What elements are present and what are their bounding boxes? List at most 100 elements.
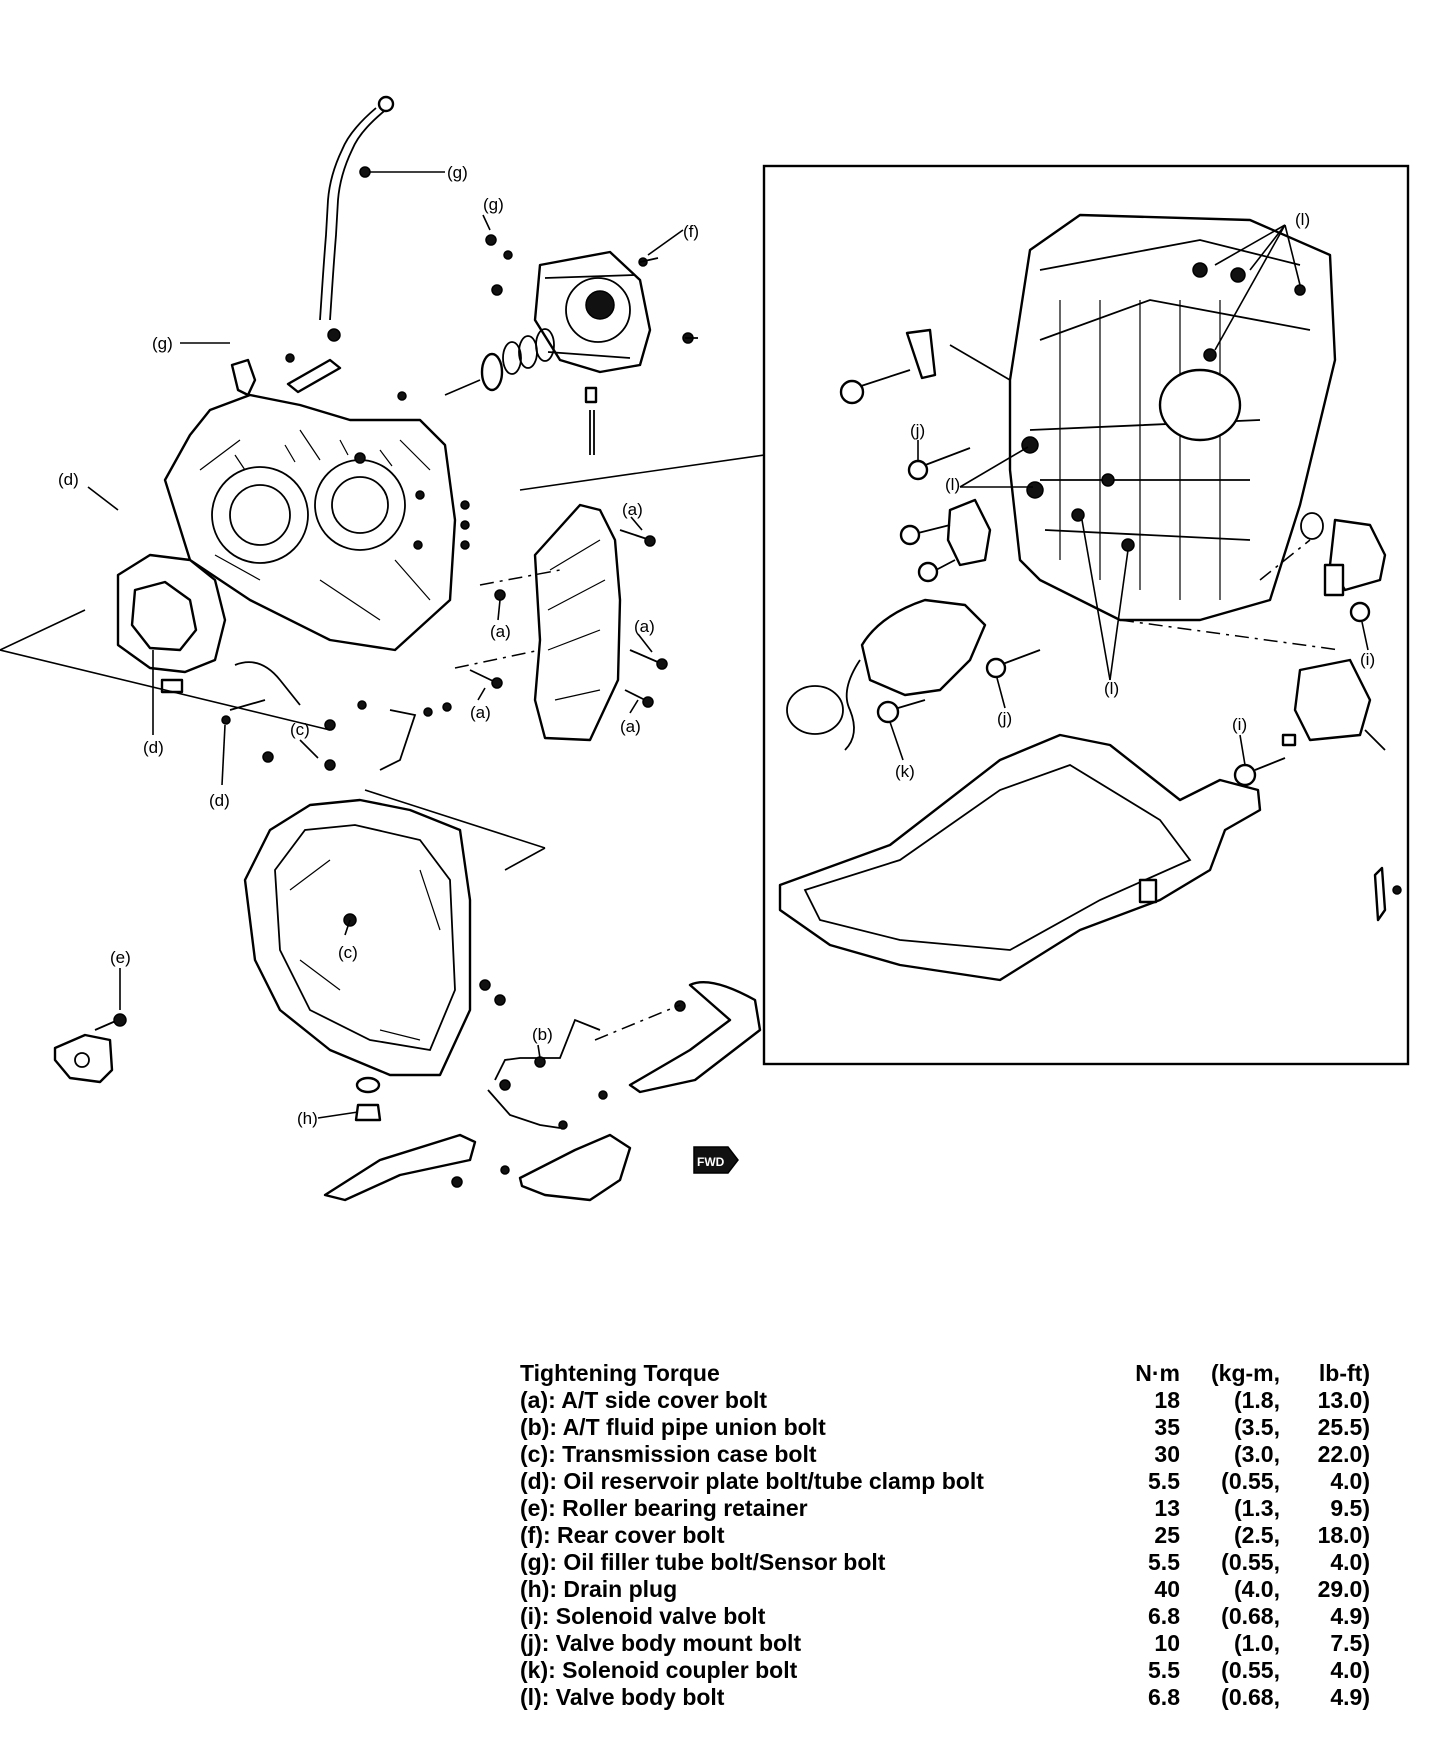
torque-nm: 18: [1154, 1387, 1180, 1413]
rear-cover: [533, 250, 652, 374]
callout-g-left: (g): [152, 334, 173, 353]
torque-lbft: 4.0): [1330, 1549, 1370, 1575]
torque-kgm: (0.68,: [1221, 1684, 1280, 1710]
callout-k: (k): [895, 762, 915, 781]
callout-l-mid: (l): [945, 475, 960, 494]
torque-row: (e): Roller bearing retainer 13 (1.3, 9.5): [520, 1495, 1370, 1522]
torque-header-row: Tightening Torque N·m (kg-m, lb-ft): [520, 1360, 1370, 1387]
callout-l-bottom: (l): [1104, 679, 1119, 698]
callout-a-left: (a): [490, 622, 511, 641]
torque-label: (i): Solenoid valve bolt: [520, 1603, 766, 1629]
torque-label: (a): A/T side cover bolt: [520, 1387, 768, 1413]
solenoid-valve-c: [1233, 658, 1386, 787]
torque-label: (f): Rear cover bolt: [520, 1522, 725, 1548]
callout-e: (e): [110, 948, 131, 967]
bottom-bracket: [323, 1133, 477, 1202]
torque-kgm: (3.0,: [1233, 1441, 1280, 1467]
torque-row: (g): Oil filler tube bolt/Sensor bolt 5.5…: [520, 1549, 1370, 1576]
torque-kgm: (0.55,: [1221, 1549, 1280, 1575]
roller-bearing-retainer: [53, 1013, 127, 1084]
fwd-arrow: FWD: [693, 1146, 739, 1174]
torque-kgm: (4.0,: [1233, 1576, 1280, 1602]
converter-housing: [243, 798, 506, 1077]
callout-f: (f): [683, 222, 699, 241]
torque-lbft: 29.0): [1317, 1576, 1370, 1602]
solenoid-valve-a: [899, 498, 992, 583]
solenoid-valve-b: [1300, 512, 1387, 623]
torque-label: (c): Transmission case bolt: [520, 1441, 817, 1467]
torque-row: (a): A/T side cover bolt 18 (1.8, 13.0): [520, 1387, 1370, 1414]
torque-lbft: 13.0): [1317, 1387, 1370, 1413]
torque-kgm: (0.68,: [1221, 1603, 1280, 1629]
torque-nm: 13: [1154, 1495, 1180, 1521]
torque-label: (b): A/T fluid pipe union bolt: [520, 1414, 826, 1440]
torque-row: (d): Oil reservoir plate bolt/tube clamp…: [520, 1468, 1370, 1495]
torque-label: (e): Roller bearing retainer: [520, 1495, 808, 1521]
torque-lbft: 7.5): [1330, 1630, 1370, 1656]
torque-lbft: 4.0): [1330, 1657, 1370, 1683]
torque-kgm: (2.5,: [1233, 1522, 1280, 1548]
oil-filler-tube: [319, 95, 395, 342]
torque-lbft: 18.0): [1317, 1522, 1370, 1548]
oil-strainer: [778, 733, 1262, 982]
side-cover-bolts: [469, 529, 668, 708]
torque-nm: 6.8: [1148, 1603, 1180, 1629]
callout-c-top: (c): [290, 720, 310, 739]
callout-h: (h): [297, 1109, 318, 1128]
transmission-case: [163, 393, 470, 652]
tube-clamps: [221, 661, 452, 771]
callout-a-lower: (a): [470, 703, 491, 722]
torque-label: (j): Valve body mount bolt: [520, 1630, 802, 1656]
torque-kgm: (0.55,: [1221, 1468, 1280, 1494]
torque-nm: 25: [1154, 1522, 1180, 1548]
torque-lbft: 9.5): [1330, 1495, 1370, 1521]
col-kgm-header: (kg-m,: [1211, 1360, 1280, 1386]
callout-c-housing: (c): [338, 943, 358, 962]
callout-a-right: (a): [634, 617, 655, 636]
torque-nm: 6.8: [1148, 1684, 1180, 1710]
torque-nm: 5.5: [1148, 1549, 1180, 1575]
torque-kgm: (0.55,: [1221, 1657, 1280, 1683]
torque-label: (g): Oil filler tube bolt/Sensor bolt: [520, 1549, 886, 1575]
callout-j-bottom: (j): [997, 709, 1012, 728]
small-clip: [1373, 866, 1402, 922]
torque-nm: 35: [1154, 1414, 1180, 1440]
callout-leaders: [87, 171, 1369, 1119]
rear-cover-bolts: [485, 234, 698, 344]
torque-label: (l): Valve body bolt: [520, 1684, 725, 1710]
solenoid-coupler: [844, 598, 987, 751]
col-lbft-header: lb-ft): [1318, 1360, 1370, 1386]
torque-lbft: 4.0): [1330, 1468, 1370, 1494]
callout-a-bottom: (a): [620, 717, 641, 736]
valve-body-bracket: [839, 328, 937, 405]
callout-a-top: (a): [622, 500, 643, 519]
torque-kgm: (1.3,: [1233, 1495, 1280, 1521]
torque-nm: 10: [1154, 1630, 1180, 1656]
torque-row: (f): Rear cover bolt 25 (2.5, 18.0): [520, 1522, 1370, 1549]
torque-row: (i): Solenoid valve bolt 6.8 (0.68, 4.9): [520, 1603, 1370, 1630]
callout-j-top: (j): [910, 421, 925, 440]
callout-labels: (g) (g) (f) (g) (d) (d) (d) (c) (c) (e) …: [58, 163, 1375, 1128]
callout-g-cover: (g): [483, 195, 504, 214]
torque-kgm: (1.0,: [1233, 1630, 1280, 1656]
fwd-label: FWD: [697, 1155, 725, 1169]
torque-row: (j): Valve body mount bolt 10 (1.0, 7.5): [520, 1630, 1370, 1657]
torque-lbft: 25.5): [1317, 1414, 1370, 1440]
callout-i-bottom: (i): [1232, 715, 1247, 734]
valve-body-inset-frame: [762, 164, 1410, 1066]
at-side-cover: [533, 503, 622, 742]
torque-title: Tightening Torque: [520, 1360, 720, 1386]
torque-nm: 5.5: [1148, 1468, 1180, 1494]
rear-cover-spring: [480, 328, 555, 392]
oil-reservoir-plate: [116, 553, 227, 694]
torque-kgm: (1.8,: [1233, 1387, 1280, 1413]
callout-b: (b): [532, 1025, 553, 1044]
torque-lbft: 4.9): [1330, 1603, 1370, 1629]
torque-lbft: 22.0): [1317, 1441, 1370, 1467]
torque-nm: 40: [1154, 1576, 1180, 1602]
callout-i-right: (i): [1360, 650, 1375, 669]
torque-nm: 30: [1154, 1441, 1180, 1467]
torque-nm: 5.5: [1148, 1657, 1180, 1683]
